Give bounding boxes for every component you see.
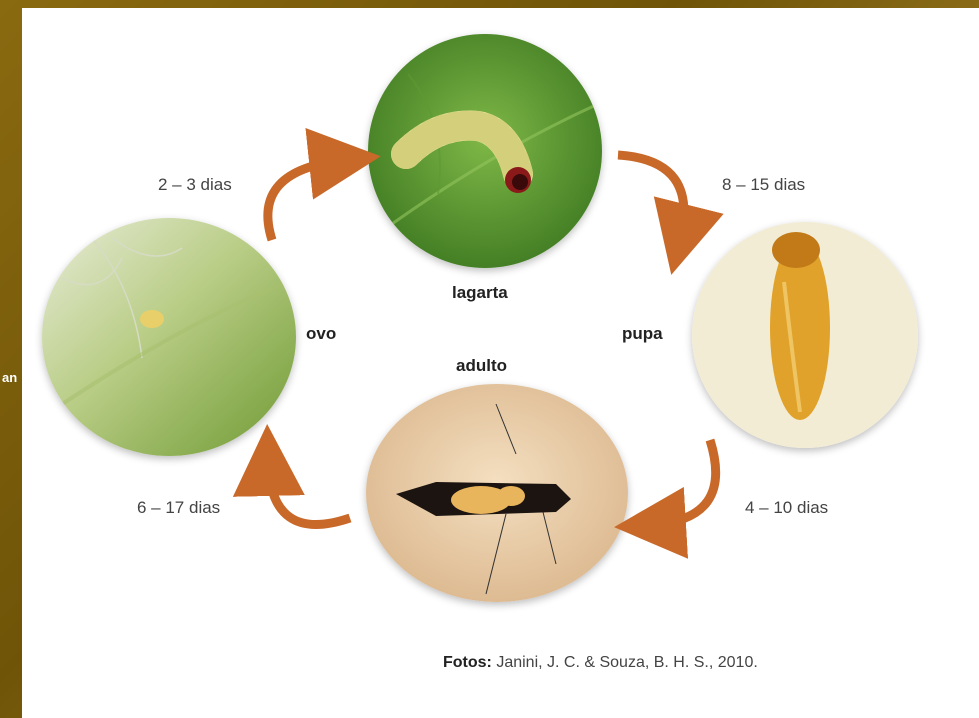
arrow-lagarta-to-pupa <box>618 155 684 240</box>
stage-label-lagarta: lagarta <box>452 283 508 303</box>
arrow-adulto-to-ovo <box>268 460 350 525</box>
duration-pupa-to-adulto: 4 – 10 dias <box>745 498 828 518</box>
stage-label-adulto: adulto <box>456 356 507 376</box>
duration-adulto-to-ovo: 6 – 17 dias <box>137 498 220 518</box>
duration-ovo-to-lagarta: 2 – 3 dias <box>158 175 232 195</box>
stage-label-ovo: ovo <box>306 324 336 344</box>
arrow-pupa-to-adulto <box>650 440 716 525</box>
photo-credit-text: Janini, J. C. & Souza, B. H. S., 2010. <box>492 654 758 671</box>
arrow-ovo-to-lagarta <box>268 160 345 240</box>
duration-lagarta-to-pupa: 8 – 15 dias <box>722 175 805 195</box>
stage-label-pupa: pupa <box>622 324 663 344</box>
photo-credit: Fotos: Janini, J. C. & Souza, B. H. S., … <box>443 654 758 672</box>
photo-credit-label: Fotos: <box>443 654 492 671</box>
